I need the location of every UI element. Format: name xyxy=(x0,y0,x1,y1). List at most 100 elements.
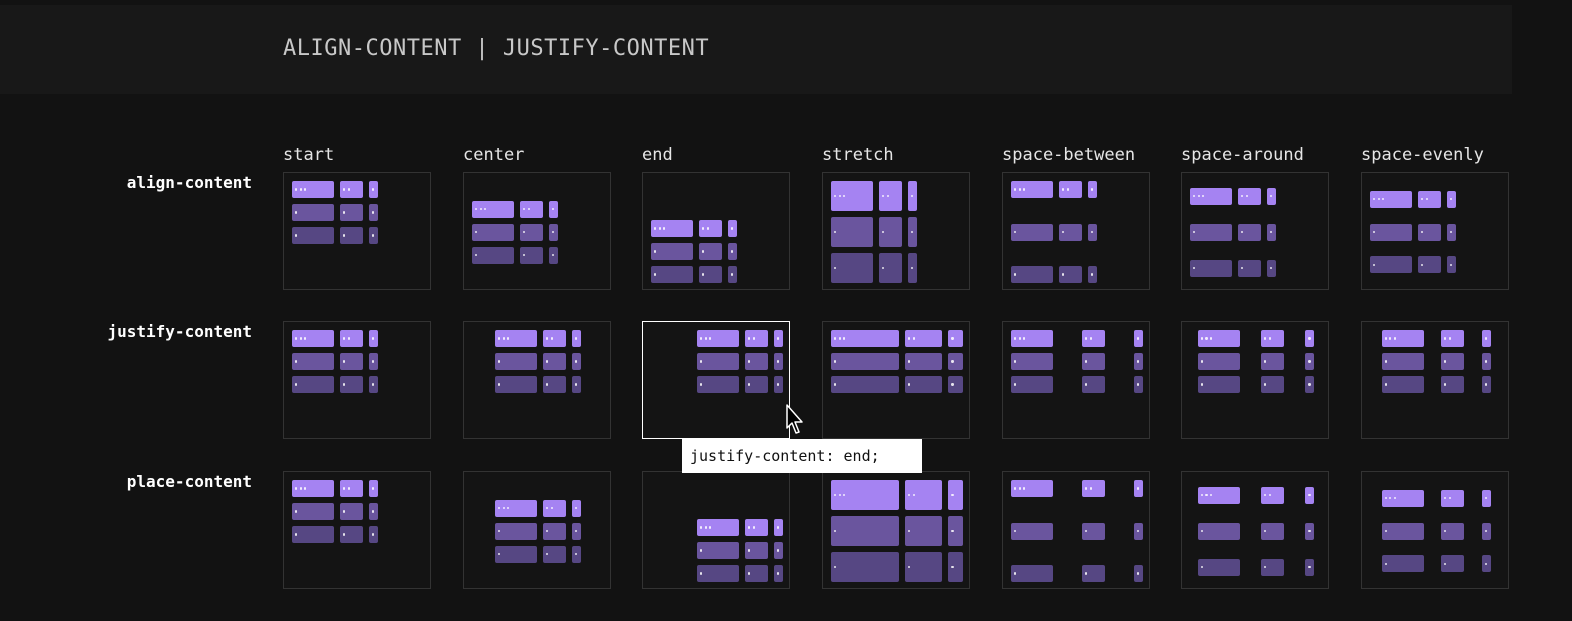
demo-cell-place-content-space-evenly[interactable] xyxy=(1361,471,1509,589)
grid-item-dot xyxy=(1089,487,1092,490)
grid-item xyxy=(905,480,943,510)
grid-item-dot xyxy=(1014,230,1017,234)
grid-item xyxy=(1261,376,1284,393)
demo-cell-place-content-end[interactable] xyxy=(642,471,790,589)
demo-cell-justify-content-space-around[interactable] xyxy=(1181,321,1329,439)
demo-cell-place-content-stretch[interactable] xyxy=(822,471,970,589)
demo-cell-justify-content-start[interactable] xyxy=(283,321,431,439)
grid-item xyxy=(1370,190,1412,208)
demo-cell-justify-content-stretch[interactable] xyxy=(822,321,970,439)
grid-item-dot xyxy=(343,188,346,191)
grid-item-dot xyxy=(304,188,307,191)
grid-item-dot xyxy=(658,227,661,230)
grid-item-dot xyxy=(654,273,657,276)
grid-item-dot xyxy=(507,337,510,340)
grid-item-dot xyxy=(299,188,302,191)
demo-cell-align-content-end[interactable] xyxy=(642,172,790,290)
column-label-center: center xyxy=(463,145,525,165)
grid-item-dot xyxy=(372,510,375,513)
grid-item-dot xyxy=(1444,562,1447,565)
grid-item xyxy=(699,243,722,260)
grid-item-dot xyxy=(702,273,705,276)
grid-item-dot xyxy=(1268,493,1271,497)
grid-item xyxy=(1441,522,1464,540)
grid-item xyxy=(1261,486,1284,504)
grid-item-dot xyxy=(1062,230,1065,234)
grid-item-dot xyxy=(1085,487,1088,490)
grid-item-dot xyxy=(834,337,837,340)
grid-item-dot xyxy=(479,207,482,211)
grid-item-dot xyxy=(777,549,780,552)
grid-item xyxy=(905,330,943,347)
grid-item-dot xyxy=(1205,493,1208,497)
grid-item xyxy=(1059,223,1082,241)
grid-item-dot xyxy=(1241,194,1244,198)
demo-cell-align-content-space-between[interactable] xyxy=(1002,172,1150,290)
grid-item-dot xyxy=(299,487,302,490)
grid-item-dot xyxy=(1062,188,1065,191)
grid-item-dot xyxy=(882,266,885,270)
demo-cell-align-content-space-evenly[interactable] xyxy=(1361,172,1509,290)
grid-item xyxy=(1082,353,1105,370)
grid-item-dot xyxy=(295,211,298,214)
grid-item-dot xyxy=(1014,529,1017,533)
grid-item-dot xyxy=(748,360,751,363)
grid-item xyxy=(292,353,334,370)
grid-item xyxy=(1011,376,1053,393)
demo-cell-place-content-space-around[interactable] xyxy=(1181,471,1329,589)
demo-cell-align-content-center[interactable] xyxy=(463,172,611,290)
demo-cell-align-content-start[interactable] xyxy=(283,172,431,290)
grid-item-dot xyxy=(731,227,734,230)
grid-item-dot xyxy=(1308,337,1311,340)
grid-item-dot xyxy=(838,337,841,340)
demo-cell-justify-content-space-between[interactable] xyxy=(1002,321,1150,439)
grid-item xyxy=(340,503,363,520)
grid-item-dot xyxy=(507,506,510,510)
grid-item-dot xyxy=(552,253,555,257)
demo-cell-place-content-start[interactable] xyxy=(283,471,431,589)
grid-item-dot xyxy=(1085,337,1088,340)
demo-cell-justify-content-space-evenly[interactable] xyxy=(1361,321,1509,439)
grid-item-dot xyxy=(911,230,914,234)
grid-item-dot xyxy=(343,383,346,386)
grid-item-dot xyxy=(295,510,298,513)
grid-item xyxy=(1197,376,1240,393)
demo-cell-justify-content-center[interactable] xyxy=(463,321,611,439)
grid-item-dot xyxy=(663,227,666,230)
grid-item xyxy=(1381,353,1424,370)
grid-item xyxy=(1011,480,1053,497)
grid-item xyxy=(340,181,363,198)
demo-cell-justify-content-end[interactable] xyxy=(642,321,790,439)
grid-item xyxy=(472,246,514,264)
grid-item-dot xyxy=(1264,493,1267,497)
grid-item xyxy=(1082,565,1105,582)
grid-item xyxy=(745,330,768,347)
grid-item-dot xyxy=(700,549,703,552)
grid-item-dot xyxy=(704,526,707,529)
demo-cell-align-content-space-around[interactable] xyxy=(1181,172,1329,290)
grid-item-dot xyxy=(838,493,841,497)
grid-item-dot xyxy=(1444,497,1447,500)
grid-item-dot xyxy=(908,383,911,386)
grid-item xyxy=(1197,330,1240,347)
grid-item-dot xyxy=(748,337,751,340)
grid-item xyxy=(543,499,566,517)
demo-cell-place-content-center[interactable] xyxy=(463,471,611,589)
grid-item xyxy=(905,376,943,393)
grid-item-dot xyxy=(546,506,549,510)
demo-cell-place-content-space-between[interactable] xyxy=(1002,471,1150,589)
grid-item xyxy=(543,330,566,347)
grid-item-dot xyxy=(1085,360,1088,363)
grid-item-dot xyxy=(304,487,307,490)
grid-item-dot xyxy=(777,337,780,340)
grid-item-dot xyxy=(748,549,751,552)
grid-item-dot xyxy=(1137,487,1140,490)
grid-item xyxy=(831,516,900,546)
column-label-space-around: space-around xyxy=(1181,145,1304,165)
grid-item-dot xyxy=(575,529,578,533)
grid-item-dot xyxy=(1484,360,1487,363)
grid-item xyxy=(1441,555,1464,573)
demo-cell-align-content-stretch[interactable] xyxy=(822,172,970,290)
grid-item-dot xyxy=(1484,562,1487,565)
grid-item-dot xyxy=(498,552,501,556)
